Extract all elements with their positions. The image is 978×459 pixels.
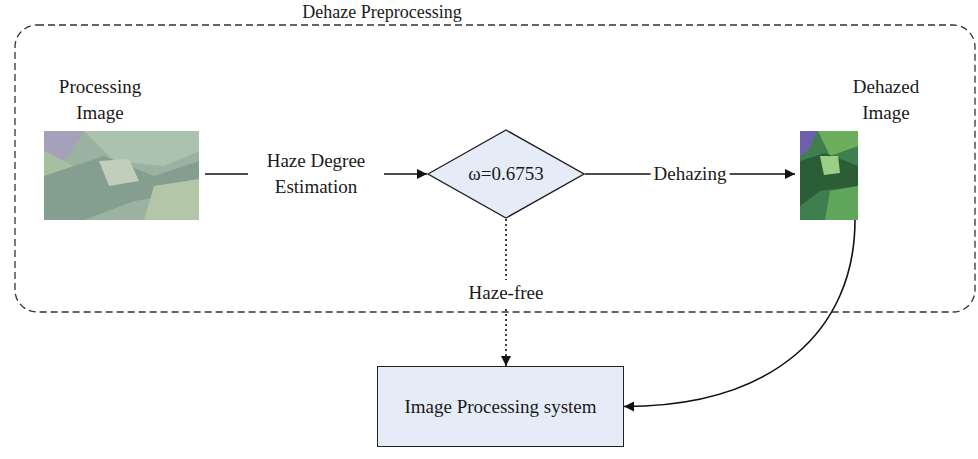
process-box: Image Processing system: [377, 366, 624, 447]
image-patch: [800, 131, 818, 156]
image-node: Processing Image: [40, 62, 205, 220]
edge-label: Haze Degree Estimation: [248, 148, 384, 200]
node-text: Image Processing system: [401, 394, 601, 420]
diamond-shape: [428, 130, 584, 218]
dashed-border: [15, 25, 975, 312]
edge-label: Haze-free: [466, 280, 547, 306]
node-text: Dehazed Image: [841, 74, 931, 126]
image-field: [820, 156, 840, 175]
region-title: Dehaze Preprocessing: [298, 1, 465, 23]
dashed-region: Dehaze PreprocessingProcessing Imageω=0.…: [14, 24, 976, 313]
hazy-aerial-image: [44, 131, 199, 220]
image-patch: [818, 131, 858, 156]
node-text: Processing Image: [40, 74, 160, 126]
image-field: [825, 186, 858, 220]
edge-label: Dehazing: [651, 161, 730, 187]
decision-diamond: ω=0.6753: [427, 129, 585, 219]
image-ground: [800, 131, 858, 220]
dehazed-aerial-image: [800, 131, 858, 220]
image-node: Dehazed Image: [795, 62, 965, 220]
connector: [624, 220, 855, 407]
node-text: ω=0.6753: [468, 161, 543, 187]
image-ground: [44, 131, 199, 220]
haze-overlay: [44, 131, 199, 220]
